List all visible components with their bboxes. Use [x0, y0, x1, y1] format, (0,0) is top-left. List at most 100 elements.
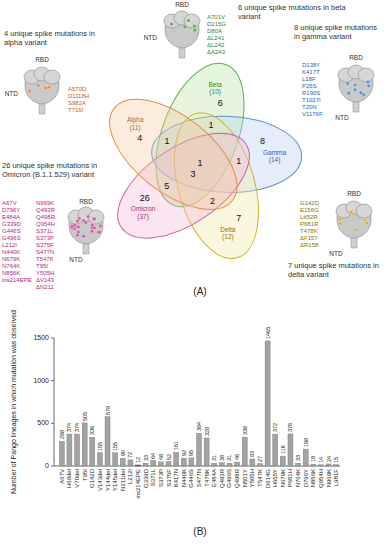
mutation-label: N679K: [2, 256, 20, 263]
bar: [227, 463, 232, 466]
category-label: S375F: [165, 469, 172, 487]
tick-mark: [51, 380, 54, 381]
panel-label: (B): [193, 526, 206, 538]
bar: [128, 460, 133, 466]
category-label: V70del: [74, 469, 81, 488]
bar: [151, 461, 156, 466]
bars: [59, 341, 338, 466]
mutation-dot: [353, 88, 357, 92]
tick-label: 500: [37, 419, 49, 427]
mutation-dot: [86, 215, 90, 219]
domain-label: RBD: [35, 56, 49, 63]
value-label: 95: [188, 450, 194, 456]
category-label: V143del: [96, 469, 103, 491]
bar: [235, 462, 240, 466]
mutation-label: P26S: [302, 83, 317, 90]
bar: [120, 458, 125, 466]
category-label: Q493R: [218, 469, 225, 488]
tick-mark: [51, 338, 54, 339]
mutation-dot: [90, 229, 94, 233]
category-label: T547K: [257, 469, 264, 487]
mutation-label: L18F: [302, 76, 316, 83]
region-count: 2: [210, 196, 215, 206]
mutation-label: S371L: [36, 228, 53, 235]
mutation-label: ΔV143: [36, 277, 54, 284]
venn-ellipse: [91, 78, 256, 230]
category-label: Y145del: [112, 469, 119, 491]
spike-head: [184, 14, 200, 28]
mutation-dot: [73, 223, 77, 227]
value-label: 33: [295, 455, 301, 461]
category-label: E484A: [211, 469, 218, 487]
set-label: Beta (10): [202, 81, 228, 96]
value-label: 27: [257, 456, 263, 462]
mutation-dot: [355, 228, 359, 232]
bar: [318, 465, 323, 466]
bar: [158, 462, 163, 466]
value-label: 48: [158, 454, 164, 460]
value-label: 505: [82, 412, 88, 421]
value-label: 328: [203, 427, 209, 436]
mutation-label: N969K: [36, 200, 54, 207]
spike-structure: [68, 207, 104, 254]
mutation-dot: [82, 235, 86, 239]
category-label: G142D: [89, 469, 96, 488]
bar: [311, 464, 316, 466]
bar: [334, 465, 339, 466]
mutation-label: L212I: [2, 242, 17, 249]
spike-structure: [336, 201, 372, 248]
tick-label: 1500: [33, 334, 49, 342]
mutation-label: S477N: [36, 249, 54, 256]
category-label: N440K: [180, 469, 187, 487]
value-label: 372: [272, 423, 278, 432]
value-label: 15: [333, 457, 339, 463]
mutation-label: G142D: [300, 200, 319, 207]
value-label: 38: [219, 455, 225, 461]
mutation-label: L452R: [300, 214, 318, 221]
mutation-dot: [346, 82, 350, 86]
category-label: N211del: [119, 469, 126, 491]
spike-structure: [164, 11, 200, 58]
mutation-dot: [183, 25, 187, 29]
value-label: 384: [196, 422, 202, 431]
domain-label: NTD: [335, 114, 348, 121]
value-label: 64: [150, 452, 156, 458]
mutation-dot: [362, 93, 366, 97]
mutation-dot: [193, 28, 197, 32]
mutation-label: N856K: [2, 270, 20, 277]
mutation-label: D215G: [207, 21, 226, 28]
mutation-label: T478K: [300, 228, 318, 235]
mutation-dot: [47, 85, 51, 89]
mutation-label: ΔA243: [207, 49, 225, 56]
mutation-label: P681R: [300, 221, 318, 228]
region-count: 1: [236, 156, 241, 166]
mutation-dot: [338, 218, 342, 222]
category-label: Q954H: [317, 469, 324, 488]
mutation-dot: [37, 84, 41, 88]
domain-label: NTD: [5, 90, 18, 97]
category-label: N764K: [295, 469, 302, 487]
variant-title: 6 unique spike mutations in beta variant: [238, 4, 352, 21]
spike-structure: [24, 67, 60, 114]
mutation-label: ΔF157: [300, 235, 318, 242]
tick-label: 0: [45, 462, 49, 470]
bar: [265, 341, 270, 466]
mutation-dot: [353, 83, 357, 87]
bar: [174, 452, 179, 466]
mutation-label: N764K: [2, 263, 20, 270]
mutation-dot: [347, 91, 351, 95]
domain-label: NTD: [144, 34, 157, 41]
region-count: 26: [140, 193, 150, 203]
category-label: N856K: [310, 469, 317, 487]
category-label: S373P: [157, 469, 164, 487]
category-label: G446S: [188, 469, 195, 488]
value-label: 155: [112, 442, 118, 451]
region-count: 3: [190, 169, 195, 179]
mutation-dot: [93, 217, 97, 221]
mutation-dot: [92, 217, 96, 221]
value-label: 161: [173, 441, 179, 450]
region-count: 6: [218, 98, 223, 108]
mutation-label: T547K: [36, 256, 54, 263]
